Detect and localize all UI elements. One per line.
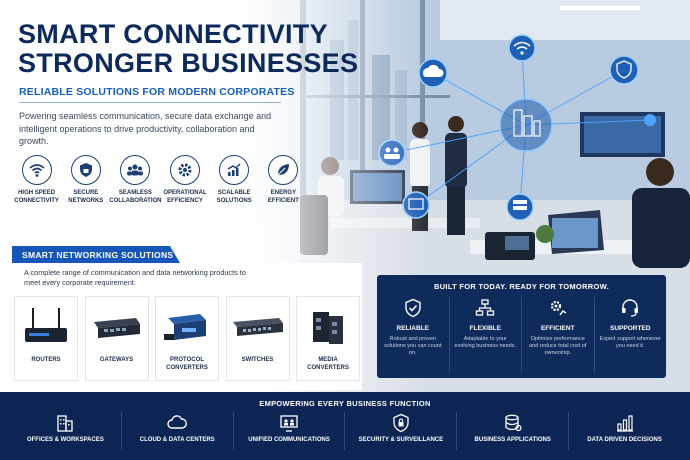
- built-item-flexible: FLEXIBLE Adaptable to your evolving busi…: [450, 297, 522, 373]
- networking-banner: SMART NETWORKING SOLUTIONS: [12, 246, 180, 263]
- function-label: OFFICES & WORKSPACES: [26, 437, 104, 443]
- built-item-efficient: EFFICIENT Optimize performance and reduc…: [522, 297, 595, 373]
- building-icon: [54, 412, 76, 434]
- function-data-driven-decisions[interactable]: DATA DRIVEN DECISIONS: [569, 412, 680, 450]
- hero-description: Powering seamless communication, secure …: [19, 111, 272, 146]
- built-item-reliable: RELIABLE Robust and proven solutions you…: [377, 297, 450, 373]
- router-icon: [14, 297, 78, 355]
- bar-chart-icon: [614, 412, 636, 434]
- hero-title: SMART CONNECTIVITY STRONGER BUSINESSES: [18, 20, 358, 78]
- headset-icon: [619, 297, 641, 319]
- networking-description: A complete range of communication and da…: [24, 268, 246, 287]
- function-label: BUSINESS APPLICATIONS: [474, 437, 551, 443]
- hero-divider: [19, 102, 281, 103]
- growth-chart-icon: [219, 155, 250, 185]
- business-functions-bar: EMPOWERING EVERY BUSINESS FUNCTION OFFIC…: [0, 392, 690, 460]
- gear-icon: [170, 155, 200, 185]
- bottom-items: OFFICES & WORKSPACES CLOUD & DATA CENTER…: [10, 412, 680, 450]
- efficiency-gear-icon: [547, 297, 569, 319]
- protocol-converter-icon: [155, 297, 219, 355]
- hero-subtitle: RELIABLE SOLUTIONS FOR MODERN CORPORATES: [19, 86, 295, 98]
- built-label: SUPPORTED: [610, 325, 651, 332]
- built-label: EFFICIENT: [540, 325, 575, 332]
- built-item-supported: SUPPORTED Expert support whenever you ne…: [595, 297, 667, 373]
- function-label: UNIFIED COMMUNICATIONS: [248, 437, 330, 443]
- product-card-routers[interactable]: ROUTERS: [14, 296, 78, 381]
- hero-title-line2: STRONGER BUSINESSES: [18, 48, 359, 78]
- database-icon: [502, 412, 524, 434]
- hierarchy-icon: [474, 297, 496, 319]
- cloud-icon: [166, 412, 188, 434]
- function-label: SECURITY & SURVEILLANCE: [358, 437, 444, 443]
- hero-title-line1: SMART CONNECTIVITY: [18, 19, 328, 49]
- built-label: RELIABLE: [396, 325, 430, 332]
- wifi-icon: [21, 155, 52, 185]
- function-label: CLOUD & DATA CENTERS: [139, 437, 215, 443]
- built-label: FLEXIBLE: [469, 325, 501, 332]
- function-cloud-data-centers[interactable]: CLOUD & DATA CENTERS: [122, 412, 234, 450]
- bottom-title: EMPOWERING EVERY BUSINESS FUNCTION: [259, 399, 431, 408]
- media-converter-icon: [296, 297, 360, 355]
- built-title: BUILT FOR TODAY. READY FOR TOMORROW.: [434, 282, 609, 291]
- built-description: Expert support whenever you need it.: [599, 336, 661, 350]
- function-label: DATA DRIVEN DECISIONS: [587, 437, 662, 443]
- function-unified-communications[interactable]: UNIFIED COMMUNICATIONS: [234, 412, 346, 450]
- gateway-icon: [85, 297, 149, 355]
- product-card-switches[interactable]: SWITCHES: [225, 296, 290, 381]
- shield-check-icon: [402, 297, 424, 319]
- networking-banner-label: SMART NETWORKING SOLUTIONS: [22, 249, 174, 260]
- built-description: Adaptable to your evolving business need…: [454, 336, 516, 350]
- built-items: RELIABLE Robust and proven solutions you…: [377, 297, 666, 373]
- function-security-surveillance[interactable]: SECURITY & SURVEILLANCE: [345, 412, 458, 450]
- built-description: Robust and proven solutions you can coun…: [384, 336, 442, 357]
- switch-icon: [226, 297, 290, 355]
- built-for-today-panel: BUILT FOR TODAY. READY FOR TOMORROW. REL…: [377, 275, 666, 378]
- built-description: Optimize performance and reduce total co…: [529, 336, 587, 357]
- lock-icon: [70, 155, 101, 185]
- function-business-applications[interactable]: BUSINESS APPLICATIONS: [457, 412, 570, 450]
- security-lock-icon: [390, 412, 412, 434]
- function-offices-workspaces[interactable]: OFFICES & WORKSPACES: [10, 412, 122, 450]
- meeting-icon: [278, 412, 300, 434]
- leaf-icon: [268, 155, 299, 185]
- people-icon: [120, 155, 151, 185]
- product-card-gateways[interactable]: GATEWAYS: [84, 296, 149, 381]
